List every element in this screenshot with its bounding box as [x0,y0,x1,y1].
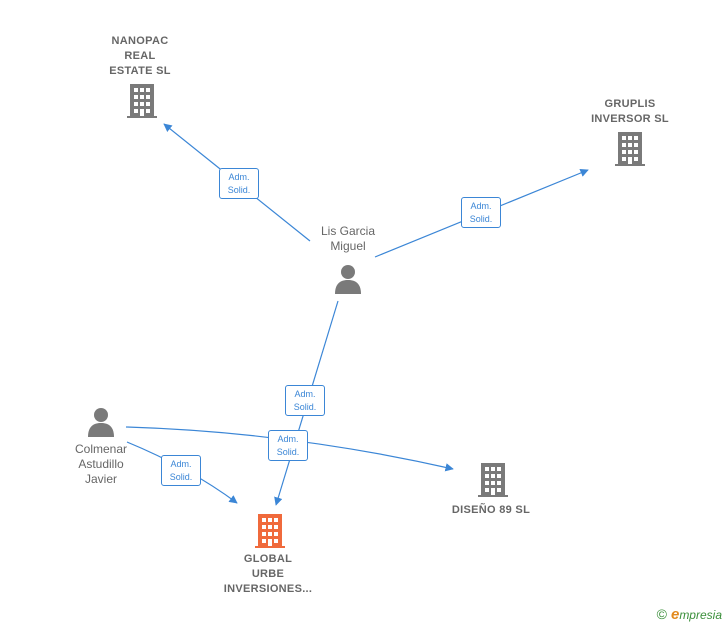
node-label-gruplis[interactable]: GRUPLIS INVERSOR SL [591,98,669,125]
node-label-nanopac[interactable]: NANOPAC REAL ESTATE SL [109,35,171,77]
building-icon-nanopac[interactable] [127,84,157,118]
edge-label-colmenar-global: Adm. Solid. [161,455,201,486]
edge-label-lis-nanopac: Adm. Solid. [219,168,259,199]
brand-e: e [670,606,680,623]
person-icon-colmenar[interactable] [88,408,114,437]
building-icon-diseno[interactable] [478,463,508,497]
edge-label-colmenar-diseno: Adm. Solid. [268,430,308,461]
node-label-lis-garcia[interactable]: Lis Garcia Miguel [320,224,376,253]
edge-label-lis-global: Adm. Solid. [285,385,325,416]
brand-name: mpresia [679,608,722,622]
edge-label-lis-gruplis: Adm. Solid. [461,197,501,228]
node-label-global-urbe[interactable]: GLOBAL URBE INVERSIONES... [223,553,313,595]
brand-logo: ©empresia [657,606,722,623]
building-icon-global[interactable] [255,514,285,548]
node-label-colmenar[interactable]: Colmenar Astudillo Javier [74,442,128,486]
person-icon-lis-garcia[interactable] [335,265,361,294]
copyright-symbol: © [656,606,667,622]
node-label-diseno[interactable]: DISEÑO 89 SL [451,504,531,516]
building-icon-gruplis[interactable] [615,132,645,166]
